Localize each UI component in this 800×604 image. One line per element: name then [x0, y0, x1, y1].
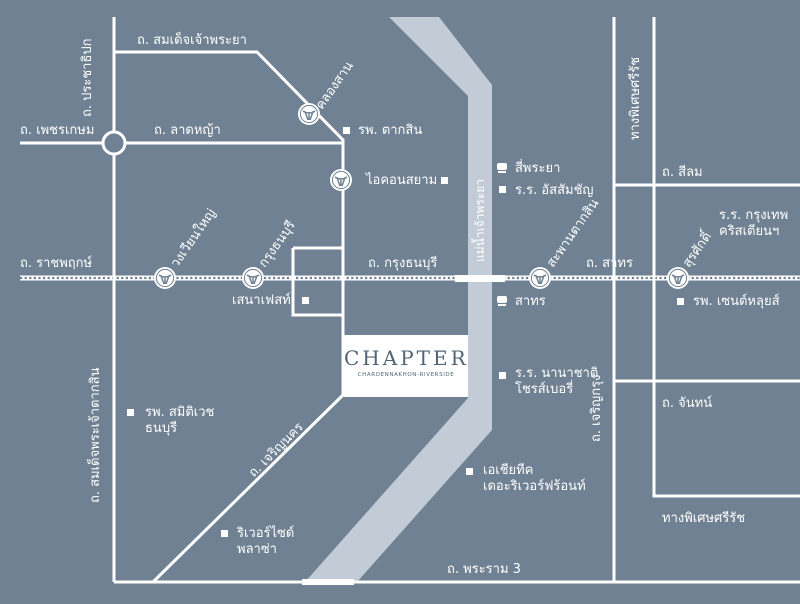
place-label-sathorn-pier: สาทร [515, 294, 546, 309]
road-label-ratchaphruek: ถ. ราชพฤกษ์ [20, 256, 93, 271]
road-label-chan: ถ. จันทน์ [662, 396, 713, 411]
logo-tagline: CHAROENNAKHON-RIVERSIDE [357, 372, 455, 378]
bts-station-icon-saphan-taksin [528, 266, 552, 290]
place-marker-icon-iconsiam [441, 177, 448, 184]
bts-station-icon-surasak [666, 266, 690, 290]
place-marker-icon-river-side-plaza [221, 530, 228, 537]
place-marker-icon-senafest [302, 297, 309, 304]
place-label-samitivej: รพ. สมิติเวช ธนบุรี [145, 405, 215, 436]
place-marker-icon-nana-chart [499, 372, 506, 379]
place-label-senafest: เสนาเฟสท์ [232, 293, 291, 308]
logo-name: CHAPTER [344, 346, 469, 370]
place-label-river-side-plaza: ริเวอร์ไซด์ พลาซ่า [237, 526, 295, 557]
road-label-somdet-phrachao-taksin: ถ. สมเด็จพระเจ้าตากสิน [88, 367, 103, 503]
place-label-si-phraya: สี่พระยา [515, 161, 561, 176]
chapter-project-logo: CHAPTER CHAROENNAKHON-RIVERSIDE [344, 335, 468, 397]
road-label-silom: ถ. สีลม [662, 165, 703, 180]
bts-station-icon-krung-thonburi [241, 266, 265, 290]
place-marker-icon-assumption [499, 186, 506, 193]
chao-phraya-river [305, 17, 492, 582]
place-label-assumption: ร.ร. อัสสัมชัญ [515, 183, 594, 198]
place-label-taksin-hospital: รพ. ตากสิน [358, 123, 423, 138]
place-label-iconsiam: ไอคอนสยาม [366, 173, 438, 188]
place-label-krungthep-christian: ร.ร. กรุงเทพ คริสเตียนฯ [719, 208, 789, 239]
bts-station-icon-iconsiam [329, 168, 353, 192]
road-label-expressway-bottom: ทางพิเศษศรีรัช [662, 511, 746, 526]
road-label-lat-ya: ถ. ลาดหญ้า [154, 123, 221, 138]
road-label-krung-thonburi: ถ. กรุงธนบุรี [368, 256, 438, 271]
roads [20, 17, 800, 584]
place-marker-icon-taksin-hospital [343, 127, 350, 134]
boat-pier-icon-si-phraya [497, 163, 507, 173]
road-label-sathorn: ถ. สาทร [586, 256, 633, 271]
road-label-somdet-chaophraya: ถ. สมเด็จเจ้าพระยา [137, 33, 247, 48]
road-label-prachathipok: ถ. ประชาธิปก [80, 38, 95, 117]
place-marker-icon-samitivej [127, 409, 134, 416]
tha-phra-circle [101, 130, 127, 156]
bts-station-icon-wongwian-yai [153, 266, 177, 290]
road-label-expressway-top: ทางพิเศษศรีรัช [628, 56, 643, 140]
place-marker-icon-asiatique [466, 468, 473, 475]
road-label-phetkasem: ถ. เพชรเกษม [20, 123, 95, 138]
place-label-nana-chart: ร.ร. นานาชาติ โชรส์เบอรี่ [515, 366, 599, 397]
river-label: แม่น้ำเจ้าพระยา [473, 178, 487, 262]
place-marker-icon-st-louis [677, 298, 684, 305]
road-label-rama3: ถ. พระราม 3 [447, 562, 521, 577]
place-label-st-louis: รพ. เซนต์หลุยส์ [693, 294, 780, 309]
saphan-taksin-bridge [455, 275, 505, 282]
place-label-asiatique: เอเชียทีค เดอะริเวอร์ฟร้อนท์ [483, 463, 586, 494]
boat-pier-icon-sathorn [497, 296, 507, 306]
